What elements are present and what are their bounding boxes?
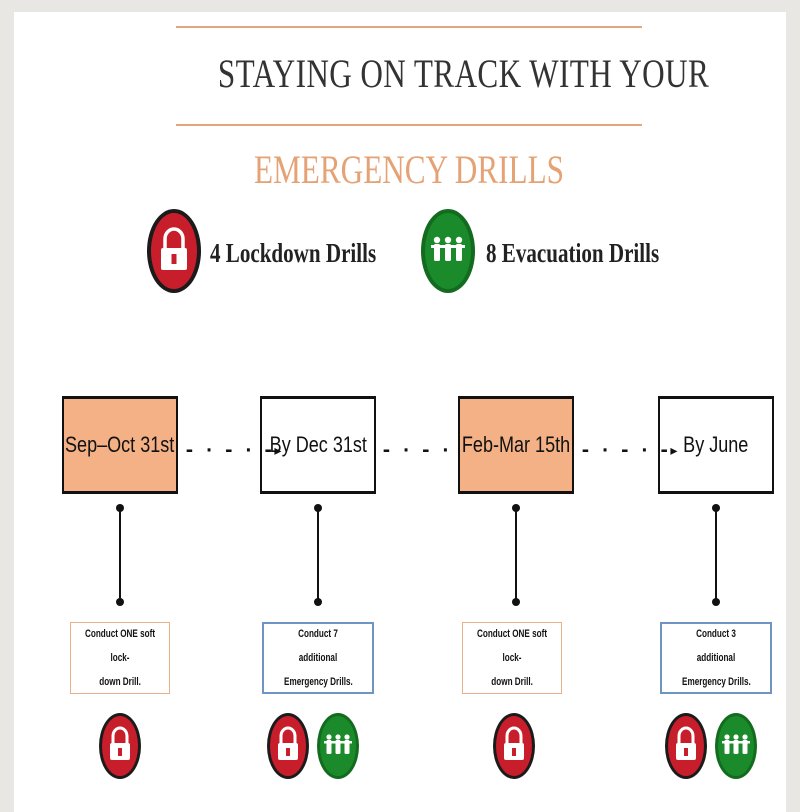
stage-label: Sep–Oct 31st	[65, 432, 175, 457]
task-line: Conduct ONE soft lock-	[476, 628, 548, 664]
stage-label: Feb-Mar 15th	[461, 432, 571, 457]
lock-icon	[493, 713, 535, 779]
task-line: Conduct 3 additional	[696, 628, 736, 664]
connector-dot	[712, 598, 720, 606]
stage-feb-mar: Feb-Mar 15th	[458, 396, 574, 494]
people-icon	[317, 713, 359, 779]
task-box-3: Conduct ONE soft lock-down Drill.	[462, 622, 562, 694]
task-line: Emergency Drills.	[283, 676, 353, 688]
task-line: Conduct ONE soft lock-	[84, 628, 156, 664]
title-top-rule	[176, 26, 642, 28]
arrow-2: - · - · -▸	[381, 440, 480, 461]
title-middle-rule	[176, 124, 642, 126]
stage-dec: By Dec 31st	[260, 396, 376, 494]
connector-line	[119, 508, 121, 604]
lock-icon	[147, 209, 201, 293]
infographic-page: STAYING ON TRACK WITH YOUR EMERGENCY DRI…	[14, 12, 786, 812]
stage-label: By June	[683, 432, 749, 457]
connector-line	[317, 508, 319, 604]
stage-label: By Dec 31st	[269, 432, 367, 457]
task-line: Emergency Drills.	[681, 676, 751, 688]
connector-line	[515, 508, 517, 604]
stage-sep-oct: Sep–Oct 31st	[62, 396, 178, 494]
lock-icon	[99, 713, 141, 779]
arrow-3: - · - · -▸	[580, 440, 679, 461]
title-line-1: STAYING ON TRACK WITH YOUR	[217, 51, 710, 96]
arrow-1: - · - · -▸	[184, 440, 283, 461]
legend-evacuation-label: 8 Evacuation Drills	[486, 238, 660, 268]
lock-icon	[665, 713, 707, 779]
task-line: Conduct 7 additional	[298, 628, 338, 664]
people-icon	[715, 713, 757, 779]
connector-dot	[512, 598, 520, 606]
task-box-1: Conduct ONE soft lock-down Drill.	[70, 622, 170, 694]
connector-dot	[116, 598, 124, 606]
people-icon	[421, 209, 475, 293]
connector-line	[715, 508, 717, 604]
task-line: down Drill.	[99, 676, 141, 688]
stage-june: By June	[658, 396, 774, 494]
legend-lockdown-label: 4 Lockdown Drills	[210, 238, 377, 268]
lock-icon	[267, 713, 309, 779]
connector-dot	[314, 598, 322, 606]
title-line-2: EMERGENCY DRILLS	[254, 147, 564, 192]
task-line: down Drill.	[491, 676, 533, 688]
